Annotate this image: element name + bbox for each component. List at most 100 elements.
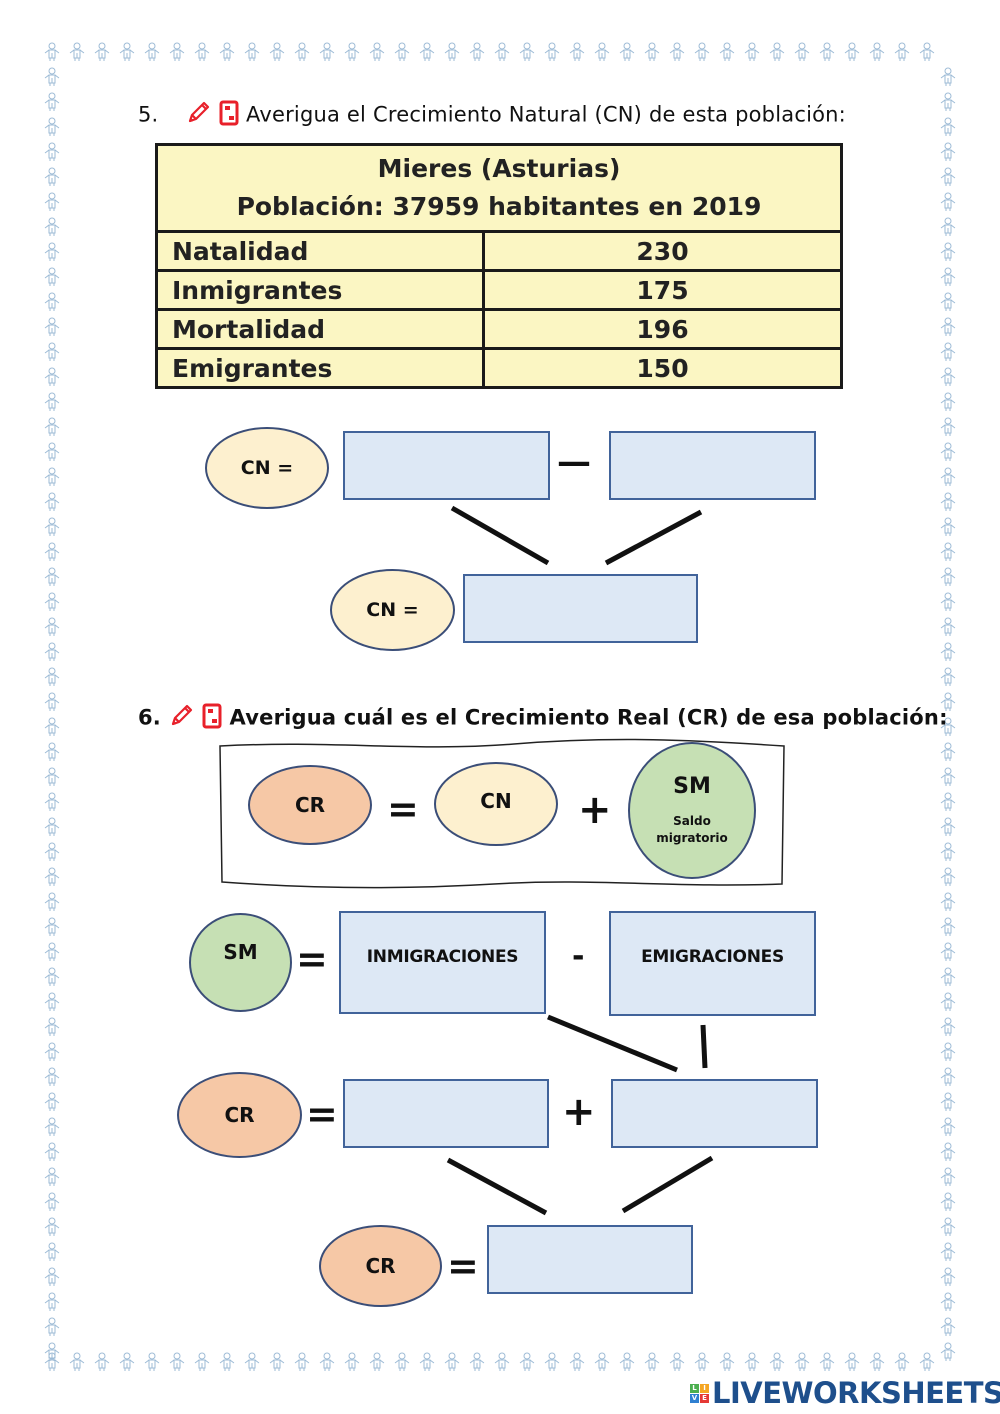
- baby-figure-icon: [940, 1267, 956, 1286]
- baby-figure-icon: [669, 1352, 685, 1371]
- baby-figure-icon: [844, 1352, 860, 1371]
- baby-figure-icon: [940, 142, 956, 161]
- table-row: Mortalidad 196: [155, 308, 843, 350]
- baby-figure-icon: [494, 42, 510, 61]
- baby-figure-icon: [44, 1142, 60, 1161]
- baby-figure-icon: [269, 42, 285, 61]
- cn-value-answer-box[interactable]: [343, 1079, 549, 1148]
- baby-figure-icon: [719, 42, 735, 61]
- baby-figure-icon: [44, 217, 60, 236]
- baby-figure-icon: [44, 317, 60, 336]
- cr-ellipse-result: CR: [319, 1225, 442, 1307]
- baby-figure-icon: [44, 792, 60, 811]
- question-5-heading: 5. Averigua el Crecimiento Natural (CN) …: [138, 100, 846, 131]
- baby-figure-icon: [44, 517, 60, 536]
- question-6-heading: 6. Averigua cuál es el Crecimiento Real …: [138, 703, 948, 734]
- pencil-icon: [186, 101, 212, 130]
- baby-figure-icon: [44, 917, 60, 936]
- baby-figure-icon: [44, 717, 60, 736]
- table-heading-row: Mieres (Asturias) Población: 37959 habit…: [155, 143, 843, 233]
- equals-sign: =: [447, 1244, 479, 1288]
- pencil-icon: [169, 704, 195, 733]
- liveworksheets-logo[interactable]: L I V E LIVEWORKSHEETS: [690, 1376, 1000, 1410]
- baby-figure-icon: [940, 167, 956, 186]
- inmigraciones-answer-box[interactable]: INMIGRACIONES: [339, 911, 546, 1014]
- baby-figure-icon: [940, 742, 956, 761]
- sm-subtitle-line2: migratorio: [656, 831, 728, 845]
- baby-figure-icon: [544, 1352, 560, 1371]
- baby-figure-icon: [940, 1042, 956, 1061]
- baby-figure-icon: [919, 42, 935, 61]
- baby-figure-icon: [369, 1352, 385, 1371]
- emigraciones-answer-box[interactable]: EMIGRACIONES: [609, 911, 816, 1016]
- baby-figure-icon: [144, 1352, 160, 1371]
- baby-figure-icon: [594, 42, 610, 61]
- baby-figure-icon: [940, 667, 956, 686]
- baby-figure-icon: [940, 367, 956, 386]
- baby-figure-icon: [194, 1352, 210, 1371]
- baby-figure-icon: [644, 42, 660, 61]
- baby-figure-icon: [44, 942, 60, 961]
- baby-figure-icon: [940, 392, 956, 411]
- baby-figure-icon: [44, 417, 60, 436]
- baby-figure-icon: [744, 42, 760, 61]
- baby-figure-icon: [44, 992, 60, 1011]
- baby-figure-icon: [940, 1167, 956, 1186]
- equals-sign: =: [306, 1092, 338, 1136]
- baby-figure-icon: [119, 1352, 135, 1371]
- baby-figure-icon: [940, 67, 956, 86]
- baby-figure-icon: [940, 942, 956, 961]
- baby-figure-icon: [44, 1267, 60, 1286]
- baby-figure-icon: [940, 242, 956, 261]
- baby-figure-icon: [719, 1352, 735, 1371]
- table-row: Emigrantes 150: [155, 347, 843, 389]
- cr-label: CR: [365, 1254, 396, 1278]
- baby-figure-icon: [44, 967, 60, 986]
- sm-subtitle-line1: Saldo: [673, 814, 711, 828]
- baby-figure-icon: [44, 467, 60, 486]
- baby-figure-icon: [940, 992, 956, 1011]
- baby-figure-icon: [940, 117, 956, 136]
- baby-figure-icon: [519, 42, 535, 61]
- baby-figure-icon: [269, 1352, 285, 1371]
- sm-value-answer-box[interactable]: [611, 1079, 818, 1148]
- baby-figure-icon: [940, 442, 956, 461]
- baby-figure-icon: [940, 617, 956, 636]
- baby-figure-icon: [44, 342, 60, 361]
- sm-ellipse-row: SM: [189, 913, 292, 1012]
- baby-figure-icon: [744, 1352, 760, 1371]
- row-value: 150: [482, 347, 843, 389]
- baby-figure-icon: [869, 42, 885, 61]
- baby-figure-icon: [44, 542, 60, 561]
- baby-figure-icon: [44, 117, 60, 136]
- baby-figure-icon: [444, 1352, 460, 1371]
- baby-figure-icon: [394, 42, 410, 61]
- baby-figure-icon: [44, 367, 60, 386]
- cn-result-answer-box[interactable]: [463, 574, 698, 643]
- population-table: Mieres (Asturias) Población: 37959 habit…: [155, 143, 843, 389]
- baby-figure-icon: [44, 242, 60, 261]
- baby-figure-icon: [940, 767, 956, 786]
- baby-figure-icon: [469, 1352, 485, 1371]
- baby-figure-icon: [940, 842, 956, 861]
- baby-figure-icon: [344, 1352, 360, 1371]
- baby-figure-icon: [694, 1352, 710, 1371]
- baby-figure-icon: [940, 1117, 956, 1136]
- mortalidad-answer-box[interactable]: [609, 431, 816, 500]
- cr-result-answer-box[interactable]: [487, 1225, 693, 1294]
- table-heading-population: Población: 37959 habitantes en 2019: [236, 192, 762, 221]
- natalidad-answer-box[interactable]: [343, 431, 550, 500]
- baby-figure-icon: [94, 42, 110, 61]
- baby-figure-icon: [44, 192, 60, 211]
- baby-figure-icon: [940, 217, 956, 236]
- baby-figure-icon: [940, 792, 956, 811]
- baby-figure-icon: [940, 1317, 956, 1336]
- baby-figure-icon: [940, 1192, 956, 1211]
- cn-ellipse: CN: [434, 762, 558, 846]
- row-label: Mortalidad: [155, 308, 485, 350]
- baby-figure-icon: [444, 42, 460, 61]
- baby-figure-icon: [169, 1352, 185, 1371]
- baby-figure-icon: [819, 1352, 835, 1371]
- baby-figure-icon: [44, 892, 60, 911]
- baby-figure-icon: [44, 1067, 60, 1086]
